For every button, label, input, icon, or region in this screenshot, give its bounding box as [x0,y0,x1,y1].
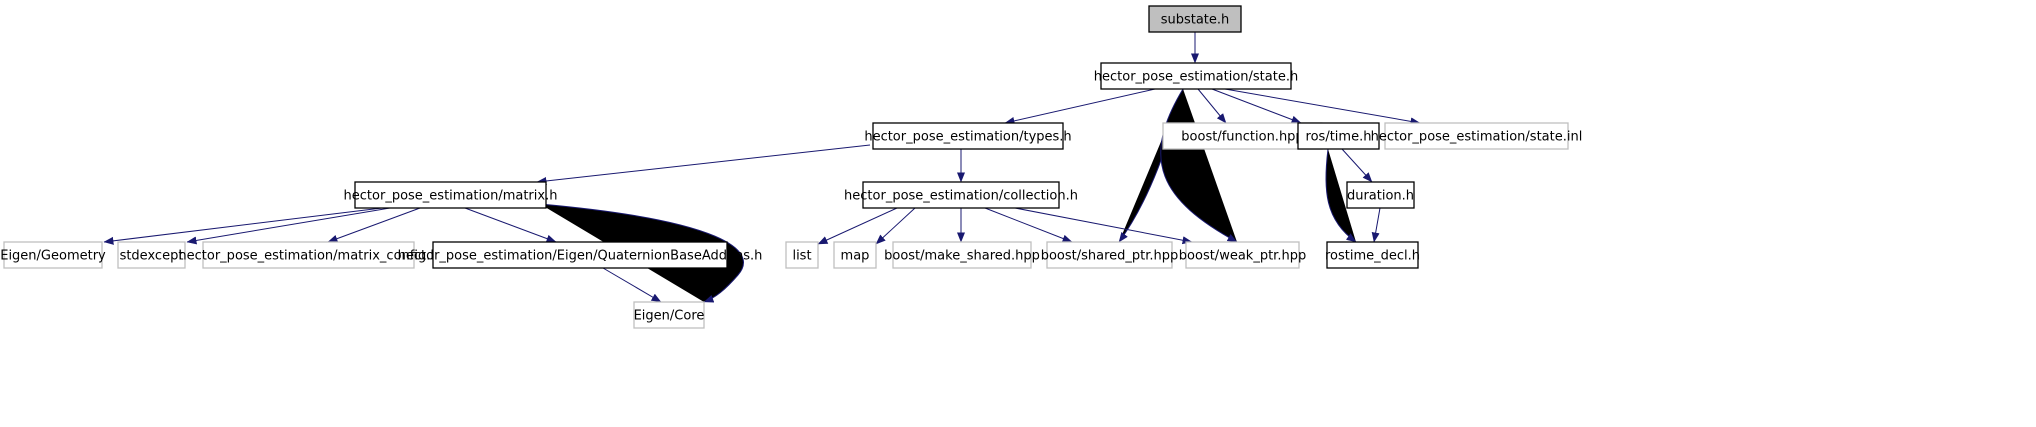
edge-matrix-to-stdexcept [186,207,391,245]
node-label: boost/shared_ptr.hpp [1041,249,1179,264]
node-label: hector_pose_estimation/Eigen/QuaternionB… [398,249,763,264]
node-box [633,301,705,329]
edge-collection-to-list [817,207,898,245]
node-label: hector_pose_estimation/state.inl [1371,130,1583,145]
node-stdexcept: stdexcept [117,241,186,269]
node-eigen-geometry: Eigen/Geometry [0,241,106,269]
edge-collection-to-weakptr [1014,207,1193,245]
edge-state-to-rostime [1211,88,1302,124]
edge-rostime-to-rostimedecl [1325,148,1357,243]
node-hector-pose-estimation-types-h[interactable]: hector_pose_estimation/types.h [864,122,1072,150]
node-box [1384,122,1569,150]
node-label: substate.h [1161,13,1230,28]
node-box [833,241,877,269]
node-label: hector_pose_estimation/types.h [864,130,1071,145]
node-box [872,122,1064,150]
node-hector-pose-estimation-eigen-quaternionbaseaddons-h[interactable]: hector_pose_estimation/Eigen/QuaternionB… [398,241,763,269]
node-box [1162,122,1323,150]
edge-collection-to-sharedptr [984,207,1073,243]
node-box [892,241,1032,269]
node-box [1046,241,1173,269]
node-label: rostime_decl.h [1325,249,1420,264]
node-ros-time-h[interactable]: ros/time.h [1297,122,1380,150]
node-label: hector_pose_estimation/collection.h [844,189,1078,204]
node-hector-pose-estimation-state-inl: hector_pose_estimation/state.inl [1371,122,1583,150]
node-box [785,241,819,269]
edge-matrix-to-geometry [103,207,383,245]
node-label: boost/function.hpp [1181,130,1303,145]
edge-state-to-function [1197,88,1227,124]
node-label: hector_pose_estimation/matrix.h [344,189,558,204]
node-substate-h[interactable]: substate.h [1148,5,1242,33]
node-hector-pose-estimation-matrix-config-h: hector_pose_estimation/matrix_config.h [178,241,439,269]
edge-duration-to-rostimedecl [1371,207,1381,243]
edge-types-to-matrix [536,144,871,185]
node-label: stdexcept [120,249,184,264]
node-boost-shared-ptr-hpp: boost/shared_ptr.hpp [1041,241,1179,269]
node-box [1100,62,1292,90]
node-label: duration.h [1347,189,1414,204]
node-hector-pose-estimation-state-h[interactable]: hector_pose_estimation/state.h [1094,62,1298,90]
node-hector-pose-estimation-collection-h[interactable]: hector_pose_estimation/collection.h [844,181,1078,209]
node-map: map [833,241,877,269]
node-box [1185,241,1300,269]
node-label: ros/time.h [1306,130,1372,145]
node-hector-pose-estimation-matrix-h[interactable]: hector_pose_estimation/matrix.h [344,181,558,209]
node-box [117,241,186,269]
node-label: list [792,249,811,264]
node-boost-make-shared-hpp: boost/make_shared.hpp [884,241,1040,269]
node-label: hector_pose_estimation/matrix_config.h [178,249,438,264]
node-box [354,181,547,209]
node-label: boost/weak_ptr.hpp [1179,249,1306,264]
edge-matrix-to-quat [464,207,557,243]
node-boost-function-hpp: boost/function.hpp [1162,122,1323,150]
node-label: Eigen/Core [634,309,705,324]
node-box [1326,241,1419,269]
node-list: list [785,241,819,269]
node-box [432,241,728,269]
node-label: hector_pose_estimation/state.h [1094,70,1298,85]
edge-state-to-weakptr [1160,88,1238,243]
node-label: map [841,249,870,264]
node-box [862,181,1060,209]
node-box [202,241,415,269]
node-eigen-core: Eigen/Core [633,301,705,329]
edge-rostime-to-duration [1341,148,1373,183]
node-box [3,241,103,269]
edge-state-to-types [1004,88,1156,125]
node-duration-h[interactable]: duration.h [1346,181,1415,209]
node-boost-weak-ptr-hpp: boost/weak_ptr.hpp [1179,241,1306,269]
node-label: Eigen/Geometry [0,249,106,264]
edge-collection-to-map [875,207,916,245]
node-rostime-decl-h[interactable]: rostime_decl.h [1325,241,1420,269]
node-box [1297,122,1380,150]
edge-matrix-to-matrixconfig [327,207,421,243]
node-label: boost/make_shared.hpp [884,249,1040,264]
nodes-layer: substate.h hector_pose_estimation/state.h… [0,5,1583,329]
node-box [1346,181,1415,209]
edge-state-to-stateinl [1224,88,1421,126]
edge-quat-to-eigencore [602,267,662,303]
node-box [1148,5,1242,33]
